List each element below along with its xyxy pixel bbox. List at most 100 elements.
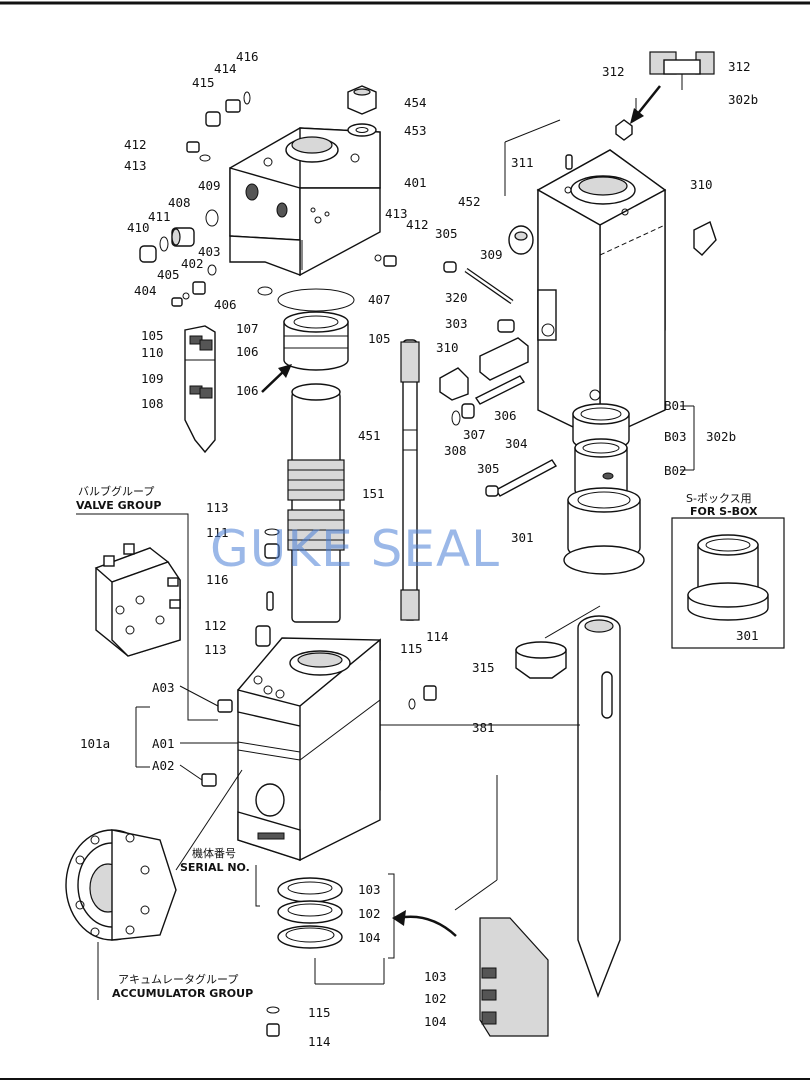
part-406-oring (257, 286, 273, 296)
label-320: 320 (445, 290, 468, 305)
label-106b: 106 (236, 383, 259, 398)
part-101a-cylinder (237, 637, 381, 862)
valve-group-en: VALVE GROUP (76, 499, 161, 512)
part-305b-plug (485, 485, 499, 497)
label-312b: 312 (728, 59, 751, 74)
part-112-fitting (255, 625, 271, 647)
label-381: 381 (472, 720, 495, 735)
part-B02-bushing (574, 438, 628, 500)
sbox-en: FOR S-BOX (690, 505, 758, 518)
label-411: 411 (148, 209, 171, 224)
part-411-oring (159, 236, 169, 252)
part-405-oring (182, 292, 190, 300)
label-105b: 105 (368, 331, 391, 346)
section-seal-detail (184, 325, 216, 454)
accumulator-group-en: ACCUMULATOR GROUP (112, 987, 253, 1000)
label-110: 110 (141, 345, 164, 360)
label-A01: A01 (152, 736, 175, 751)
label-108: 108 (141, 396, 164, 411)
accumulator-group-jp: アキュムレータグループ (118, 972, 238, 986)
label-416: 416 (236, 49, 259, 64)
label-103b: 103 (424, 969, 447, 984)
label-401: 401 (404, 175, 427, 190)
label-111: 111 (206, 525, 229, 540)
part-415-plug (205, 111, 221, 127)
arrow-seal-section (392, 910, 457, 937)
label-102: 102 (358, 906, 381, 921)
part-312-bushing (615, 119, 633, 141)
label-402: 402 (181, 256, 204, 271)
label-451: 451 (358, 428, 381, 443)
part-A02-plug (201, 773, 217, 787)
part-305-plug (443, 261, 457, 273)
part-301-bushing (563, 487, 645, 575)
part-115b-oring (266, 1006, 280, 1014)
label-305b: 305 (477, 461, 500, 476)
part-453-washer (347, 123, 377, 137)
label-405: 405 (157, 267, 180, 282)
watermark: GUKE SEAL (210, 520, 500, 578)
label-305: 305 (435, 226, 458, 241)
label-309: 309 (480, 247, 503, 262)
label-403: 403 (198, 244, 221, 259)
part-306-rod (474, 375, 526, 405)
label-113b: 113 (204, 642, 227, 657)
label-301b: 301 (736, 628, 759, 643)
part-116-pin (266, 591, 274, 611)
part-104-seal (277, 925, 343, 949)
label-151: 151 (362, 486, 385, 501)
label-413b: 413 (385, 206, 408, 221)
part-307-plug (461, 403, 475, 419)
label-109: 109 (141, 371, 164, 386)
part-311-pin (565, 154, 573, 170)
part-number-labels: 416 414 415 454 453 412 413 401 409 408 … (80, 49, 759, 1049)
part-151-piston (287, 383, 345, 623)
label-311: 311 (511, 155, 534, 170)
label-B01: B01 (664, 398, 687, 413)
label-406: 406 (214, 297, 237, 312)
label-404: 404 (134, 283, 157, 298)
part-A03-plug (217, 699, 233, 713)
group-captions: バルブグループ VALVE GROUP アキュムレータグループ ACCUMULA… (76, 484, 758, 1000)
label-308: 308 (444, 443, 467, 458)
part-404-plug (171, 297, 183, 307)
label-B02: B02 (664, 463, 687, 478)
part-403-oring (207, 264, 217, 276)
label-301: 301 (511, 530, 534, 545)
arrow-312 (630, 85, 661, 124)
part-451-through-bolt (400, 339, 420, 621)
part-310-pin (693, 221, 717, 256)
label-103: 103 (358, 882, 381, 897)
serial-no-en: SERIAL NO. (180, 861, 250, 874)
valve-group-sketch (94, 543, 181, 657)
label-B03: B03 (664, 429, 687, 444)
arrow-105 (261, 364, 292, 393)
part-413b-oring (374, 254, 382, 262)
part-416-oring (243, 91, 251, 105)
section-312-detail (649, 51, 715, 90)
label-312: 312 (602, 64, 625, 79)
part-103-seal (277, 877, 343, 903)
label-315: 315 (472, 660, 495, 675)
label-413: 413 (124, 158, 147, 173)
part-113-oring (264, 528, 280, 536)
part-105-seal-retainer (283, 311, 349, 371)
part-309-rod (464, 267, 514, 305)
leader-lines (76, 98, 695, 1000)
label-114: 114 (426, 629, 449, 644)
accumulator-group-sketch (65, 829, 177, 941)
part-303-stop-pin (479, 337, 529, 381)
label-407: 407 (368, 292, 391, 307)
label-104: 104 (358, 930, 381, 945)
serial-no-jp: 機体番号 (192, 846, 236, 860)
label-303: 303 (445, 316, 468, 331)
label-307: 307 (463, 427, 486, 442)
label-454: 454 (404, 95, 427, 110)
part-308-oring (451, 410, 461, 426)
label-302b-group: 302b (706, 429, 736, 444)
part-412b-bolt (383, 255, 397, 267)
label-107: 107 (236, 321, 259, 336)
part-381-chisel (577, 615, 621, 998)
label-113: 113 (206, 500, 229, 515)
